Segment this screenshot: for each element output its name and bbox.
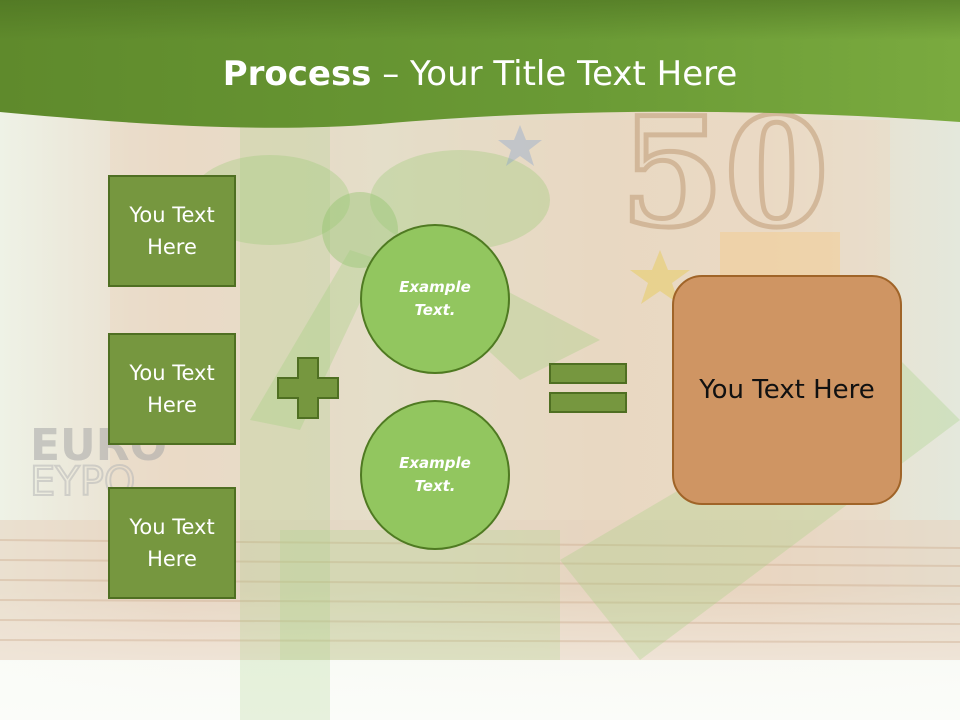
title-rest-part: – Your Title Text Here xyxy=(371,54,738,94)
title-banner xyxy=(0,0,960,128)
equals-icon xyxy=(549,363,627,413)
example-circle-2[interactable]: Example Text. xyxy=(360,400,510,550)
text-box-label: You Text Here xyxy=(129,203,215,259)
result-box[interactable]: You Text Here xyxy=(672,275,902,505)
text-box-2[interactable]: You Text Here xyxy=(108,333,236,445)
text-box-label: You Text Here xyxy=(129,515,215,571)
slide-title: Process – Your Title Text Here xyxy=(0,52,960,96)
text-box-3[interactable]: You Text Here xyxy=(108,487,236,599)
text-box-label: You Text Here xyxy=(129,361,215,417)
text-box-1[interactable]: You Text Here xyxy=(108,175,236,287)
plus-icon xyxy=(277,357,339,419)
circle-label: Example Text. xyxy=(399,278,471,319)
circle-label: Example Text. xyxy=(399,454,471,495)
result-label: You Text Here xyxy=(699,375,875,405)
example-circle-1[interactable]: Example Text. xyxy=(360,224,510,374)
title-bold-part: Process xyxy=(222,54,372,94)
